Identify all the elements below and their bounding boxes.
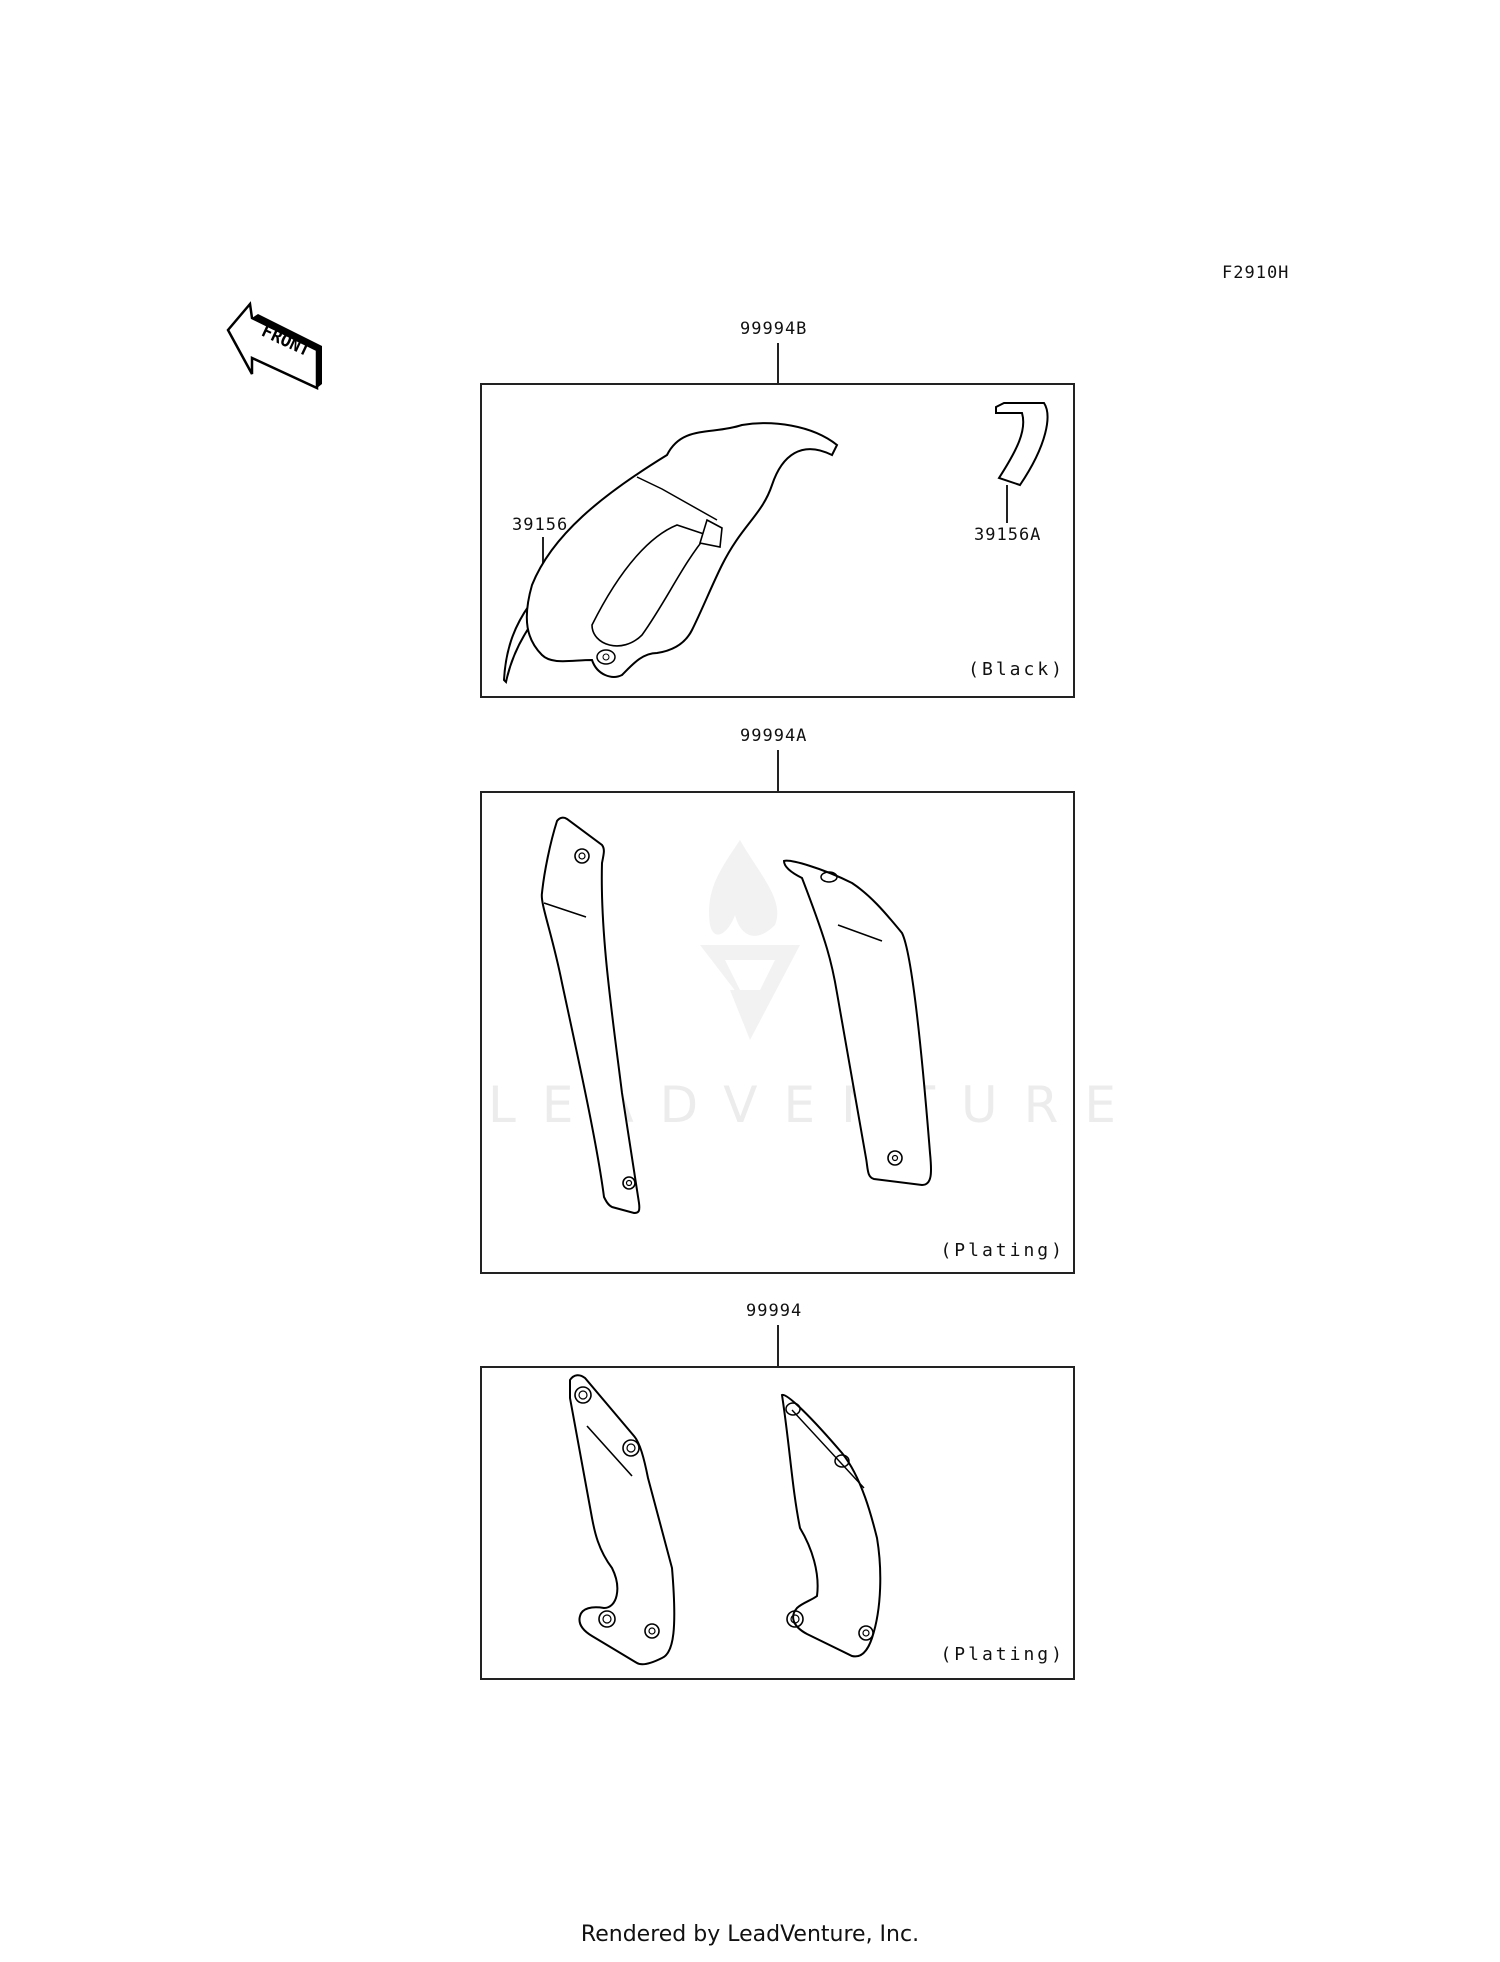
seal-strip-39156A-icon	[995, 402, 1049, 487]
part-group-99994A: (Plating)	[480, 791, 1075, 1274]
diagram-code: F2910H	[1222, 263, 1290, 283]
leader-line	[777, 343, 779, 383]
part-number-99994B[interactable]: 99994B	[740, 319, 808, 339]
heat-guard-right-icon	[780, 1393, 882, 1658]
leader-line	[1006, 485, 1008, 523]
watermark-logo-icon	[700, 840, 810, 1050]
part-group-99994B: 39156 39156A (Black)	[480, 383, 1075, 698]
part-number-39156[interactable]: 39156	[512, 515, 569, 535]
part-number-39156A[interactable]: 39156A	[974, 525, 1042, 545]
part-number-99994A[interactable]: 99994A	[740, 726, 808, 746]
finish-note: (Black)	[968, 659, 1065, 680]
trim-bar-left-icon	[540, 816, 641, 1215]
trim-bar-right-icon	[782, 859, 932, 1187]
fender-cover-icon	[525, 422, 839, 678]
leader-line	[777, 1325, 779, 1366]
footer-credit: Rendered by LeadVenture, Inc.	[580, 1922, 920, 1947]
leader-line	[777, 750, 779, 791]
part-group-99994: (Plating)	[480, 1366, 1075, 1680]
part-number-99994[interactable]: 99994	[746, 1301, 803, 1321]
finish-note: (Plating)	[940, 1240, 1065, 1261]
heat-guard-left-icon	[569, 1374, 676, 1666]
front-arrow-icon: FRONT	[222, 300, 322, 395]
finish-note: (Plating)	[940, 1644, 1065, 1665]
